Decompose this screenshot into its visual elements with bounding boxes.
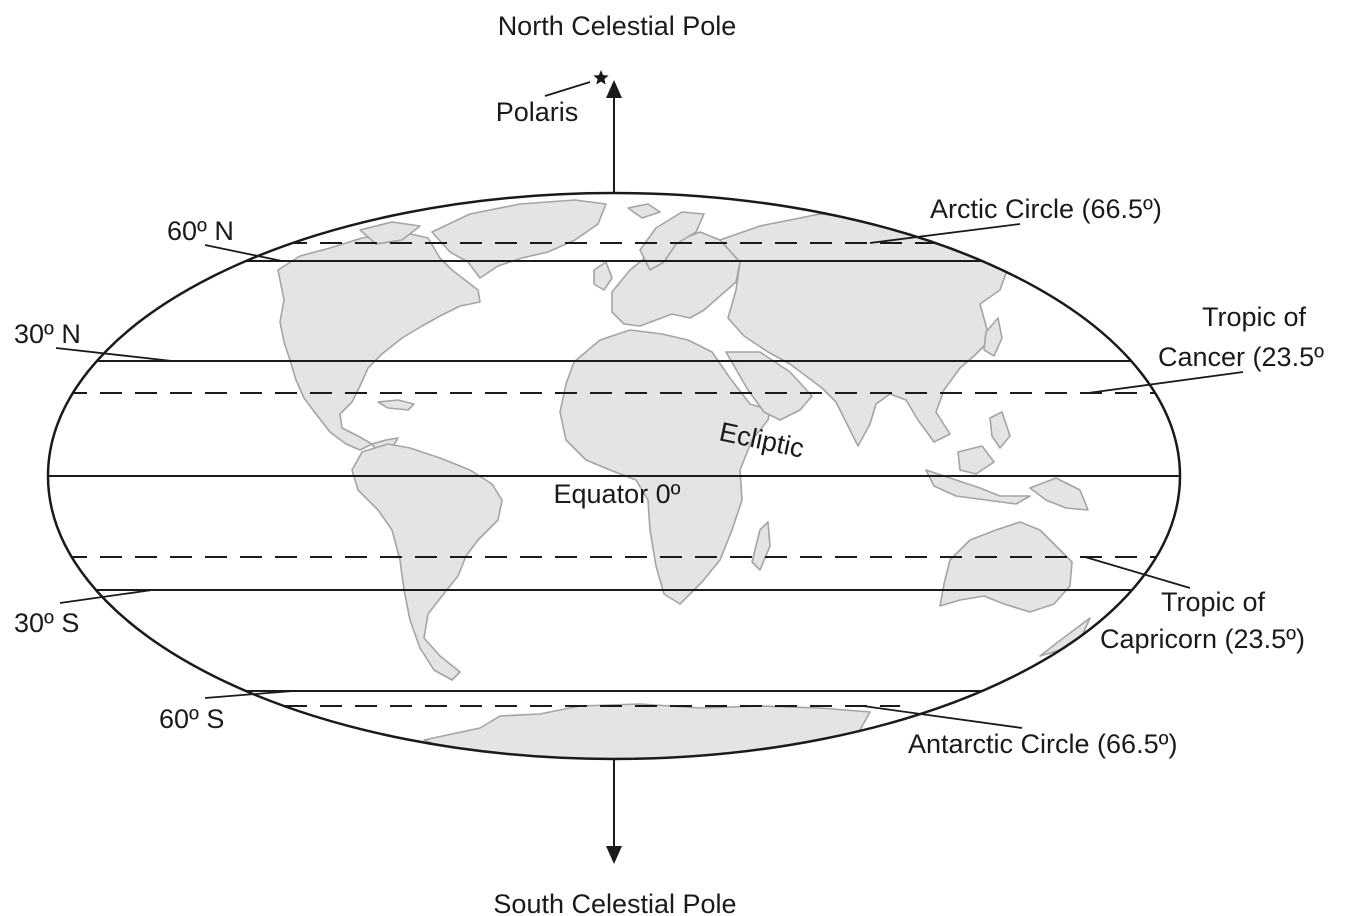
landmass-philippines	[989, 411, 1011, 449]
landmass-caribbean	[377, 399, 415, 411]
polaris-label: Polaris	[496, 97, 579, 127]
landmass-scandinavia	[639, 211, 705, 271]
leader-cancer	[1087, 371, 1244, 394]
landmass-arabia	[725, 351, 813, 421]
leader-lines	[55, 81, 1244, 729]
landmass-africa	[559, 329, 771, 605]
landmass-madagascar	[751, 521, 771, 571]
landmass-arctic-islands	[359, 221, 421, 245]
label-60n: 60º N	[167, 216, 234, 246]
landmass-borneo	[957, 445, 995, 475]
landmass-new-guinea	[1029, 477, 1089, 511]
landmass-japan	[983, 317, 1003, 357]
tropic-of-capricorn-label-line1: Tropic of	[1161, 587, 1266, 617]
label-60s: 60º S	[159, 704, 224, 734]
label-30s: 30º S	[14, 608, 79, 638]
arctic-circle-label: Arctic Circle (66.5º)	[930, 194, 1162, 224]
leader-arctic	[869, 223, 1021, 244]
landmass-europe	[611, 231, 741, 327]
arrow-north-icon	[606, 80, 622, 98]
tropic-of-cancer-label-line2: Cancer (23.5º	[1158, 342, 1324, 372]
landmass-british-isles	[593, 261, 613, 291]
landmass-new-zealand	[1039, 617, 1091, 657]
landmass-greenland	[431, 199, 607, 279]
landmass-antarctica	[423, 703, 871, 759]
landmass-north-america	[277, 231, 481, 451]
rotation-axis	[606, 80, 622, 864]
antarctic-circle-label: Antarctic Circle (66.5º)	[908, 729, 1177, 759]
landmass-svalbard	[627, 203, 661, 219]
leader-polaris	[544, 81, 591, 97]
landmass-australia	[939, 521, 1073, 613]
leader-60s	[204, 690, 294, 699]
tropic-of-cancer-label-line1: Tropic of	[1202, 302, 1307, 332]
landmass-indonesia	[925, 469, 1031, 505]
arrow-south-icon	[606, 846, 622, 864]
continents	[277, 199, 1091, 759]
leader-60n	[204, 244, 283, 262]
label-30n: 30º N	[14, 319, 81, 349]
south-celestial-pole-label: South Celestial Pole	[493, 889, 736, 916]
equator-label: Equator 0º	[554, 479, 681, 509]
polaris-star-icon	[593, 70, 609, 85]
tropic-of-capricorn-label-line2: Capricorn (23.5º)	[1100, 624, 1305, 654]
leader-30n	[55, 347, 173, 362]
landmass-south-america	[351, 443, 503, 681]
leader-capricorn	[1084, 556, 1191, 589]
leader-30s	[59, 589, 153, 604]
labels: North Celestial Pole Polaris South Celes…	[14, 11, 1324, 916]
leader-antarctic	[862, 705, 1023, 729]
north-celestial-pole-label: North Celestial Pole	[498, 11, 737, 41]
